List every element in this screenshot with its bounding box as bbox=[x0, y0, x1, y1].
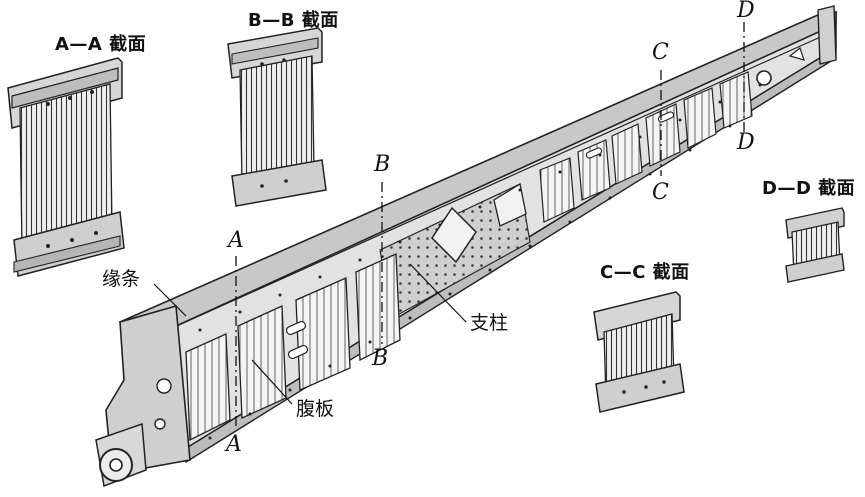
cut-mark-b-bottom: B bbox=[372, 346, 389, 371]
cut-mark-b-top: B bbox=[374, 152, 391, 177]
label-strut: 支柱 bbox=[470, 312, 509, 334]
section-dd-drawing bbox=[785, 207, 845, 283]
section-title-bb: B—B 截面 bbox=[248, 10, 339, 31]
label-web: 腹板 bbox=[296, 398, 335, 420]
section-aa-drawing bbox=[7, 57, 125, 277]
section-bb-drawing bbox=[227, 27, 327, 207]
cut-mark-a-top: A bbox=[228, 228, 244, 253]
cut-mark-d-bottom: D bbox=[737, 130, 755, 155]
spar-beam bbox=[95, 5, 837, 488]
cut-mark-a-bottom: A bbox=[226, 432, 242, 457]
section-cc-drawing bbox=[593, 291, 685, 413]
section-title-cc: C—C 截面 bbox=[600, 262, 690, 283]
section-title-dd: D—D 截面 bbox=[762, 178, 856, 199]
leader-lines bbox=[153, 263, 467, 405]
label-flange: 缘条 bbox=[102, 268, 141, 290]
leader-strut bbox=[409, 263, 467, 323]
cut-lines bbox=[235, 22, 745, 428]
leader-flange bbox=[153, 283, 187, 317]
section-title-aa: A—A 截面 bbox=[55, 34, 147, 55]
cut-mark-d-top: D bbox=[737, 0, 755, 23]
leader-web bbox=[251, 359, 293, 405]
cut-mark-c-bottom: C bbox=[652, 180, 669, 205]
cut-mark-c-top: C bbox=[652, 40, 669, 65]
